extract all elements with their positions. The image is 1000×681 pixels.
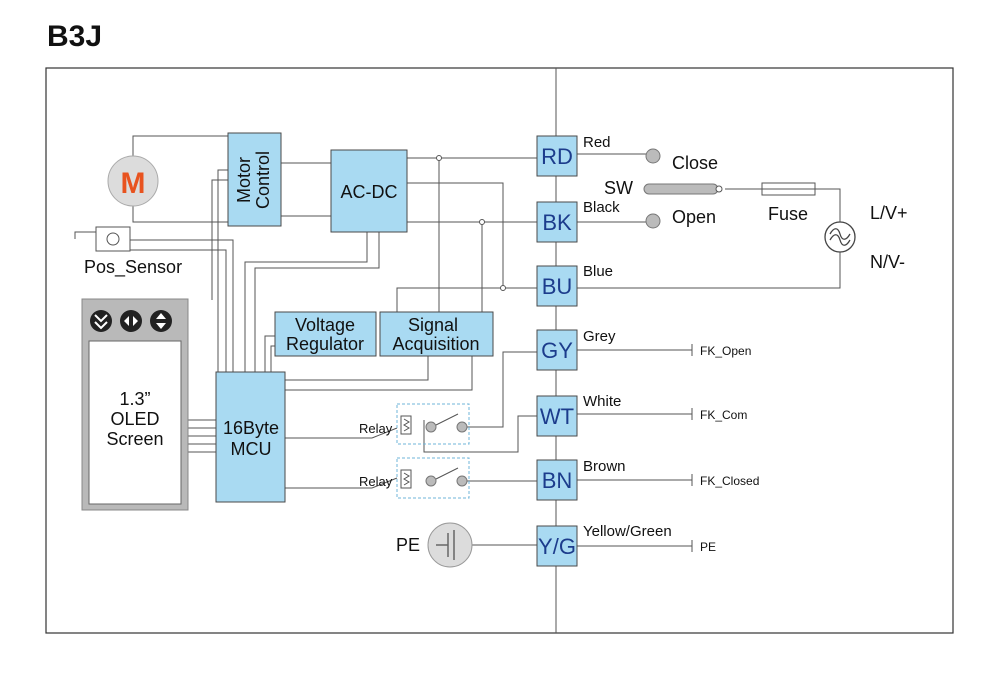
open-label: Open: [672, 207, 716, 227]
mcu-line1: 16Byte: [223, 418, 279, 438]
acdc-block: AC-DC: [330, 149, 408, 233]
terminal-bn-code: BN: [542, 468, 573, 493]
motor-control-line2: Control: [253, 151, 273, 209]
mcu-line2: MCU: [231, 439, 272, 459]
oled-line2: OLED: [110, 409, 159, 429]
terminal-bu-color: Blue: [583, 263, 613, 280]
signal-acquisition-line1: Signal: [408, 315, 458, 335]
motor-letter: M: [121, 167, 146, 200]
close-contact: Close: [645, 148, 718, 173]
terminal-bn-color: Brown: [583, 458, 626, 475]
terminal-wt-color: White: [583, 393, 621, 410]
ac-source-icon: [824, 221, 856, 253]
oled-line1: 1.3”: [119, 389, 150, 409]
terminal-wt-code: WT: [540, 404, 574, 429]
fk-open-label: FK_Open: [700, 344, 751, 358]
relay-2-label: Relay: [359, 474, 393, 489]
line-label: L/V+: [870, 203, 908, 223]
internal-wiring: [74, 135, 841, 552]
fuse: Fuse: [761, 182, 816, 224]
terminal-wt: WT White: [536, 393, 621, 437]
signal-acquisition-line2: Acquisition: [392, 334, 479, 354]
relay-1-label: Relay: [359, 421, 393, 436]
terminal-gy-code: GY: [541, 338, 573, 363]
terminal-bk-code: BK: [542, 210, 572, 235]
terminal-gy-color: Grey: [583, 328, 616, 345]
pos-sensor: Pos_Sensor: [84, 226, 182, 278]
fk-com-label: FK_Com: [700, 408, 747, 422]
left-right-icon: [120, 310, 142, 332]
terminal-rd-code: RD: [541, 144, 573, 169]
terminal-yg: Y/G Yellow/Green: [536, 523, 672, 567]
voltage-regulator-line2: Regulator: [286, 334, 364, 354]
terminal-bk-color: Black: [583, 199, 620, 216]
terminal-rd: RD Red: [536, 134, 611, 177]
terminal-bu: BU Blue: [536, 263, 613, 307]
neutral-label: N/V-: [870, 252, 905, 272]
menu-down-icon: [90, 310, 112, 332]
close-label: Close: [672, 153, 718, 173]
fuse-label: Fuse: [768, 204, 808, 224]
fk-closed-label: FK_Closed: [700, 474, 759, 488]
up-down-icon: [150, 310, 172, 332]
oled-panel: 1.3” OLED Screen: [81, 298, 189, 511]
earth-ground-icon: PE: [396, 522, 473, 568]
voltage-regulator-line1: Voltage: [295, 315, 355, 335]
diagram-frame: [45, 67, 954, 634]
motor: M: [107, 155, 159, 207]
pe-label: PE: [396, 535, 420, 555]
terminal-yg-code: Y/G: [538, 534, 576, 559]
pos-sensor-label: Pos_Sensor: [84, 257, 182, 278]
motor-control-line1: Motor: [234, 157, 254, 203]
selector-switch: SW: [604, 178, 723, 198]
terminal-rd-color: Red: [583, 134, 611, 151]
oled-line3: Screen: [106, 429, 163, 449]
pe-out-label: PE: [700, 540, 716, 554]
signal-acquisition-block: Signal Acquisition: [379, 311, 494, 357]
terminal-bk: BK Black: [536, 199, 620, 243]
motor-control-block: Motor Control: [227, 132, 282, 227]
sw-label: SW: [604, 178, 633, 198]
open-contact: Open: [645, 207, 716, 229]
diagram-title: B3J: [47, 20, 103, 53]
acdc-label: AC-DC: [341, 182, 398, 202]
mcu-block: 16Byte MCU: [215, 371, 286, 503]
relay-1: Relay: [359, 403, 470, 445]
terminal-gy: GY Grey: [536, 328, 616, 371]
relay-2: Relay: [359, 457, 470, 499]
terminal-yg-color: Yellow/Green: [583, 523, 672, 540]
terminal-bu-code: BU: [542, 274, 573, 299]
voltage-regulator-block: Voltage Regulator: [274, 311, 377, 357]
terminal-bn: BN Brown: [536, 458, 626, 501]
